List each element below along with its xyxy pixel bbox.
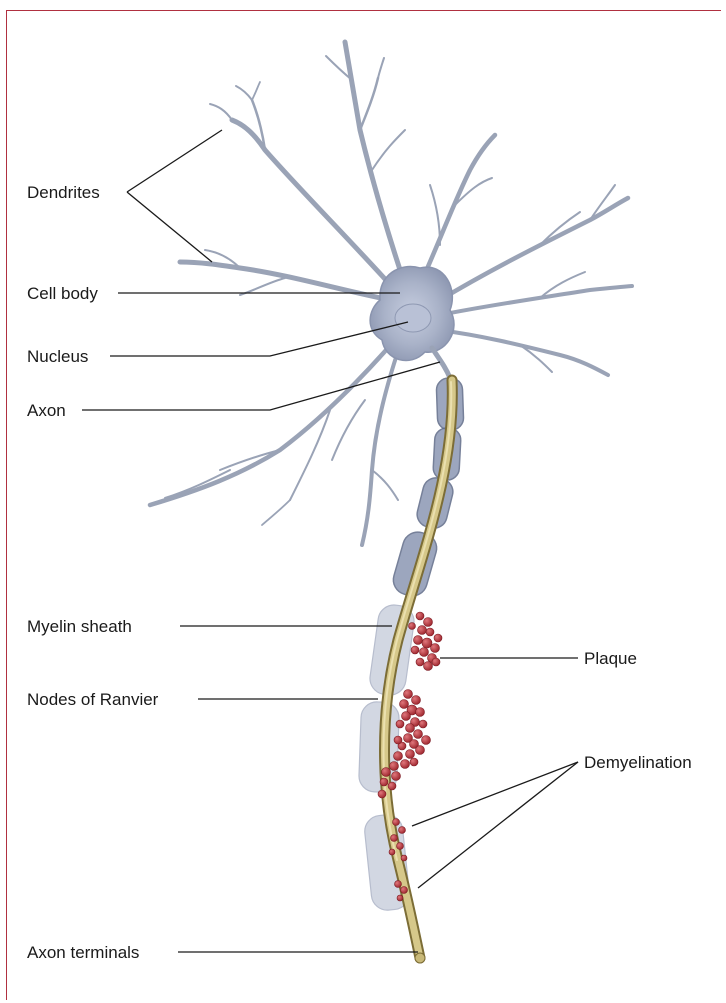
leader-lines — [82, 130, 578, 952]
label-axon-terminals: Axon terminals — [27, 943, 139, 962]
label-plaque: Plaque — [584, 649, 637, 668]
label-axon: Axon — [27, 401, 66, 420]
nucleus-shape — [395, 304, 431, 332]
label-myelin-sheath: Myelin sheath — [27, 617, 132, 636]
label-nucleus: Nucleus — [27, 347, 88, 366]
label-demyelination: Demyelination — [584, 753, 692, 772]
label-dendrites: Dendrites — [27, 183, 100, 202]
label-cell-body: Cell body — [27, 284, 98, 303]
label-nodes-of-ranvier: Nodes of Ranvier — [27, 690, 159, 709]
